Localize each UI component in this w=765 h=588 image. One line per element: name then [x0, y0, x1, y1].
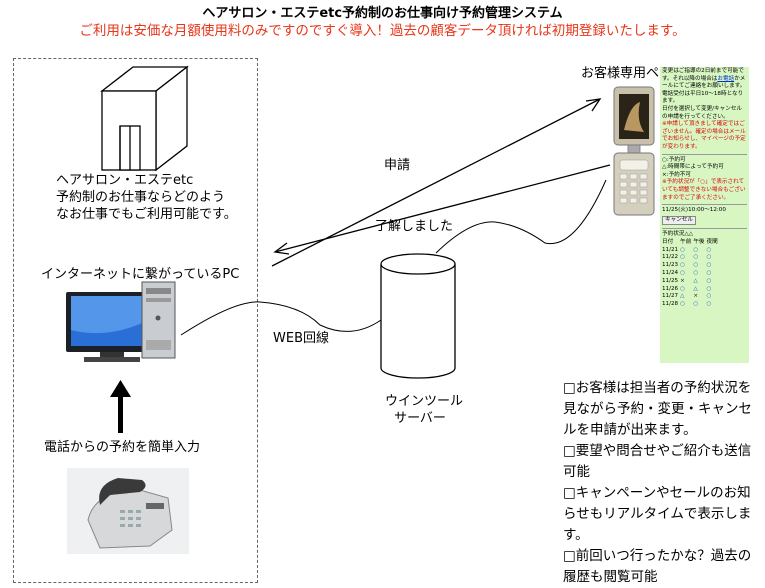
feature-list: □お客様は担当者の予約状況を見ながら予約・変更・キャンセルを申請が出来ます。 □…: [563, 378, 763, 588]
office-phone-icon: [67, 468, 189, 554]
screen-intro: 変更はご指導の2日前まで可能です。それ以降の場合はお電話かメールにてご連絡をお願…: [662, 68, 746, 105]
page-subtitle: ご利用は安価な月額使用料のみですのですぐ導入！過去の顧客データ頂ければ初期登録い…: [79, 23, 686, 39]
table-row[interactable]: 11/26○△○: [662, 285, 712, 292]
client-site-box: [13, 58, 258, 583]
page-title: ヘアサロン・エステetc予約制のお仕事向け予約管理システム: [202, 6, 563, 21]
apply-arrow: [273, 164, 611, 255]
feature-item: □要望や問合せやご紹介も送信可能: [563, 443, 752, 480]
customer-page-screen: 変更はご指導の2日前まで可能です。それ以降の場合はお電話かメールにてご連絡をお願…: [660, 67, 749, 363]
legend-partial: △:時間帯によって予約可: [662, 164, 724, 171]
web-line-server-phone: [435, 179, 607, 254]
table-row[interactable]: 11/24○○○: [662, 270, 712, 277]
status-table-header: 日付 午前 午後 夜間: [662, 238, 718, 245]
table-row[interactable]: 11/22○○○: [662, 254, 712, 261]
server-label-line-2: サーバー: [394, 411, 446, 426]
table-row[interactable]: 11/27△×○: [662, 293, 712, 300]
phone-entry-label: 電話からの予約を簡単入力: [44, 440, 201, 455]
selected-slot: 11/25(火)10:00〜12:00: [662, 207, 726, 214]
feature-item: □キャンペーンやセールのお知らせもリアルタイムで表示します。: [563, 485, 752, 543]
description-line-3: なお仕事でもご利用可能です。: [56, 207, 237, 222]
legend-unavailable: ×:予約不可: [662, 171, 691, 178]
cancel-button[interactable]: キャンセル: [662, 215, 696, 226]
server-label-line-1: ウインツール: [385, 394, 464, 409]
legend-available: ○:予約可: [662, 156, 686, 163]
web-line-pc-server: [180, 301, 382, 336]
database-cylinder-icon: [380, 253, 456, 379]
description-line-1: ヘアサロン・エステetc: [56, 173, 194, 188]
screen-intro-2: 日付を選択して変更/キャンセルの申請を行ってください。: [662, 105, 743, 120]
table-row[interactable]: 11/28○○○: [662, 301, 712, 308]
response-arrow: [271, 98, 602, 267]
pc-label: インターネットに繋がっているPC: [41, 267, 240, 282]
web-line-label: WEB回線: [273, 331, 329, 346]
feature-item: □お客様は担当者の予約状況を見ながら予約・変更・キャンセルを申請が出来ます。: [563, 380, 752, 438]
customer-page-label: お客様専用ページ: [581, 66, 685, 81]
up-arrow-icon: [110, 380, 131, 433]
flip-phone-icon: [613, 86, 655, 216]
phone-link[interactable]: お電話: [717, 75, 735, 82]
apply-label: 申請: [384, 158, 411, 173]
feature-item: □前回いつ行ったかな？過去の履歴も閲覧可能: [563, 548, 752, 585]
pc-icon: [66, 281, 176, 362]
description-line-2: 予約制のお仕事ならどのよう: [56, 190, 226, 205]
table-row[interactable]: 11/23○○○: [662, 262, 712, 269]
table-row[interactable]: 11/25×△○: [662, 277, 712, 284]
status-table: 日付 午前 午後 夜間 11/21○○○ 11/22○○○ 11/23○○○ 1…: [662, 239, 720, 309]
screen-red-note: ※申請して頂きまして確定ではございません。確定の場合はメールでお知らせし、マイペ…: [662, 121, 746, 150]
status-title: 予約状況△△: [662, 231, 693, 238]
building-icon: [100, 65, 189, 172]
ok-label: 了解しました: [375, 219, 454, 234]
table-row[interactable]: 11/21○○○: [662, 246, 712, 253]
screen-red-note-2: ※予約状況が「○」で表示されていても調整できない場合もございますのでご了承くださ…: [662, 179, 746, 201]
